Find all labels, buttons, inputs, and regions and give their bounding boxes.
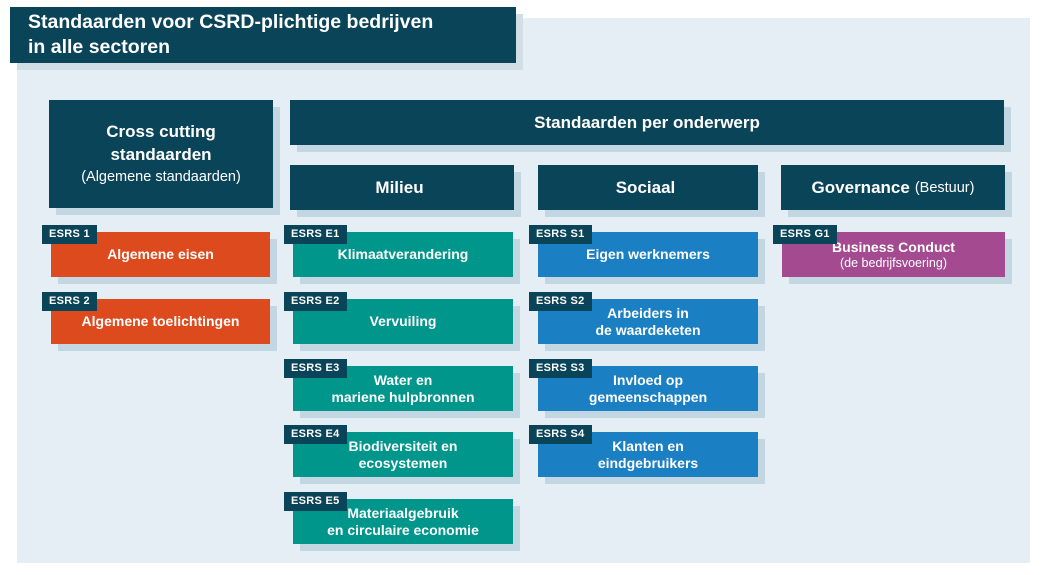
- topic-standards-header-label: Standaarden per onderwerp: [534, 112, 760, 132]
- card-esrs-e5-label: Materiaalgebruik: [347, 504, 459, 521]
- diagram-title: Standaarden voor CSRD-plichtige bedrijve…: [10, 7, 516, 63]
- column-header-milieu-label: Milieu: [375, 177, 424, 197]
- card-esrs-s4-label-line2: eindgebruikers: [597, 454, 699, 471]
- card-esrs-e5: ESRS E5 Materiaalgebruik en circulaire e…: [284, 492, 513, 544]
- card-esrs-e3: ESRS E3 Water en mariene hulpbronnen: [284, 359, 513, 411]
- card-esrs-s3-label: Invloed op: [613, 371, 683, 388]
- card-esrs-s1: ESRS S1 Eigen werknemers: [529, 225, 758, 277]
- esrs-2-tag: ESRS 2: [42, 292, 97, 311]
- esrs-s4-tag: ESRS S4: [529, 425, 592, 444]
- card-esrs-e1-label: Klimaatverandering: [337, 246, 469, 262]
- card-esrs-s2-label-line2: de waardeketen: [595, 321, 701, 338]
- column-header-sociaal-label: Sociaal: [615, 177, 676, 197]
- cross-cutting-header-line1: Cross cutting: [106, 122, 216, 141]
- column-header-governance-suffix: (Bestuur): [914, 179, 975, 196]
- esrs-e5-tag: ESRS E5: [284, 492, 347, 511]
- card-esrs-1: ESRS 1 Algemene eisen: [42, 225, 270, 277]
- diagram-title-line2: in alle sectoren: [28, 36, 170, 58]
- card-esrs-g1-label-line2: (de bedrijfsvoering): [840, 255, 947, 270]
- card-esrs-s4-label: Klanten en: [612, 437, 684, 454]
- card-esrs-1-label: Algemene eisen: [107, 246, 214, 262]
- card-esrs-s2-label: Arbeiders in: [607, 304, 689, 321]
- column-header-governance: Governance (Bestuur): [781, 165, 1005, 210]
- card-esrs-e3-label: Water en: [373, 371, 433, 388]
- esrs-e1-tag: ESRS E1: [284, 225, 347, 244]
- cross-cutting-header-line2: standaarden: [110, 145, 212, 164]
- column-header-governance-label: Governance: [811, 177, 910, 197]
- esrs-e2-tag: ESRS E2: [284, 292, 347, 311]
- cross-cutting-header-subtitle: (Algemene standaarden): [81, 169, 241, 185]
- card-esrs-e2: ESRS E2 Vervuiling: [284, 292, 513, 344]
- cross-cutting-header: Cross cutting standaarden (Algemene stan…: [49, 100, 273, 208]
- card-esrs-2-label: Algemene toelichtingen: [81, 313, 240, 329]
- card-esrs-e2-label: Vervuiling: [369, 313, 437, 329]
- column-header-sociaal: Sociaal: [538, 165, 758, 210]
- card-esrs-s2: ESRS S2 Arbeiders in de waardeketen: [529, 292, 758, 344]
- card-esrs-g1-label: Business Conduct: [832, 238, 955, 255]
- card-esrs-2: ESRS 2 Algemene toelichtingen: [42, 292, 270, 344]
- esrs-e3-tag: ESRS E3: [284, 359, 347, 378]
- card-esrs-e1: ESRS E1 Klimaatverandering: [284, 225, 513, 277]
- topic-standards-header: Standaarden per onderwerp: [290, 100, 1004, 145]
- card-esrs-s4: ESRS S4 Klanten en eindgebruikers: [529, 425, 758, 477]
- card-esrs-e3-label-line2: mariene hulpbronnen: [331, 388, 475, 405]
- card-esrs-g1: ESRS G1 Business Conduct (de bedrijfsvoe…: [773, 225, 1005, 277]
- esrs-e4-tag: ESRS E4: [284, 425, 347, 444]
- card-esrs-e4-label-line2: ecosystemen: [358, 454, 448, 471]
- esrs-1-tag: ESRS 1: [42, 225, 97, 244]
- esrs-s1-tag: ESRS S1: [529, 225, 592, 244]
- esrs-g1-tag: ESRS G1: [773, 225, 837, 244]
- diagram-title-line1: Standaarden voor CSRD-plichtige bedrijve…: [28, 11, 434, 33]
- card-esrs-e5-label-line2: en circulaire economie: [327, 521, 479, 538]
- esrs-s3-tag: ESRS S3: [529, 359, 592, 378]
- esrs-s2-tag: ESRS S2: [529, 292, 592, 311]
- card-esrs-e4: ESRS E4 Biodiversiteit en ecosystemen: [284, 425, 513, 477]
- card-esrs-s3: ESRS S3 Invloed op gemeenschappen: [529, 359, 758, 411]
- card-esrs-s1-label: Eigen werknemers: [586, 246, 710, 262]
- card-esrs-e4-label: Biodiversiteit en: [348, 437, 458, 454]
- card-esrs-s3-label-line2: gemeenschappen: [588, 388, 708, 405]
- column-header-milieu: Milieu: [290, 165, 514, 210]
